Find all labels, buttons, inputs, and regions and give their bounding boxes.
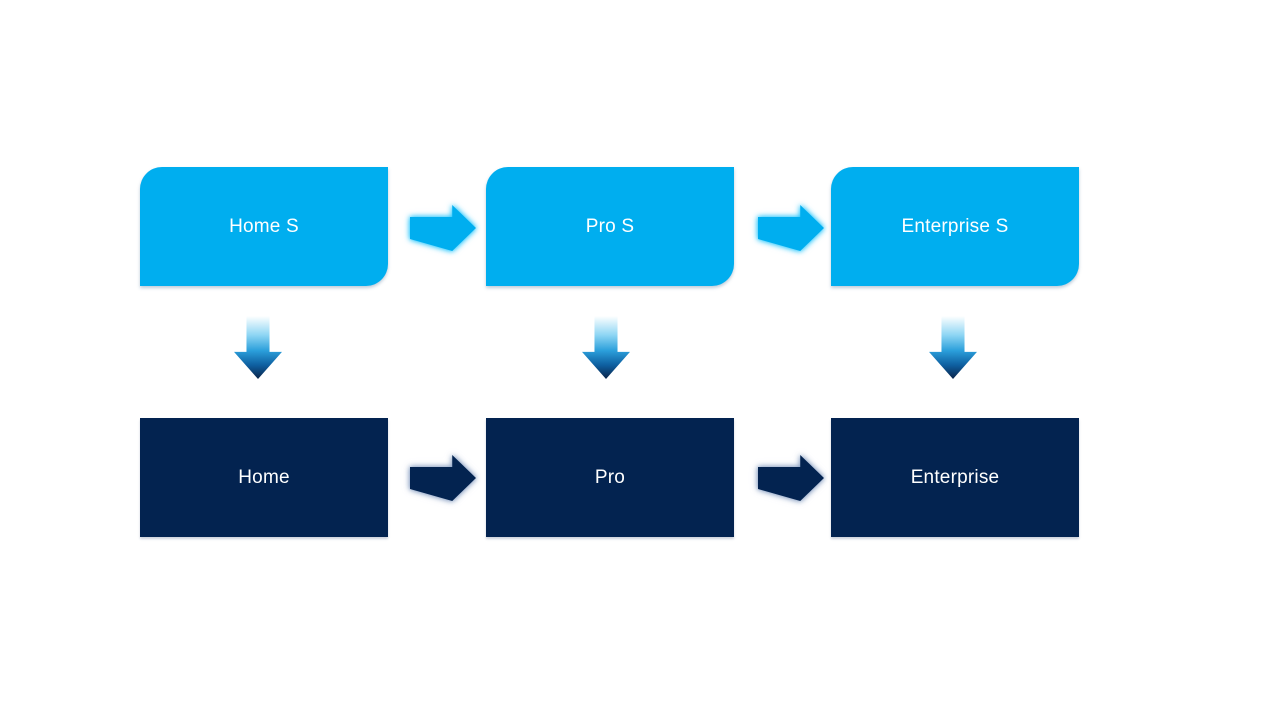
right-arrow-icon [410,205,476,251]
right-arrow-icon [758,205,824,251]
box-pro-s-label: Pro S [585,215,635,237]
box-enterprise: Enterprise [831,418,1079,537]
box-home-label: Home [238,466,290,488]
right-arrow-shape [758,455,824,501]
box-home-s-label: Home S [229,215,299,237]
box-pro-s: Pro S [486,167,734,286]
right-arrow-shape [758,205,824,251]
box-enterprise-s: Enterprise S [831,167,1079,286]
right-arrow-shape [410,205,476,251]
box-enterprise-label: Enterprise [910,466,1000,488]
right-arrow-shape [410,455,476,501]
down-arrow-icon [929,316,977,379]
box-pro-label: Pro [594,466,626,488]
box-home-s: Home S [140,167,388,286]
right-arrow-icon [410,455,476,501]
box-pro: Pro [486,418,734,537]
right-arrow-icon [758,455,824,501]
down-arrow-icon [582,316,630,379]
box-home: Home [140,418,388,537]
box-enterprise-s-label: Enterprise S [901,215,1009,237]
down-arrow-icon [234,316,282,379]
